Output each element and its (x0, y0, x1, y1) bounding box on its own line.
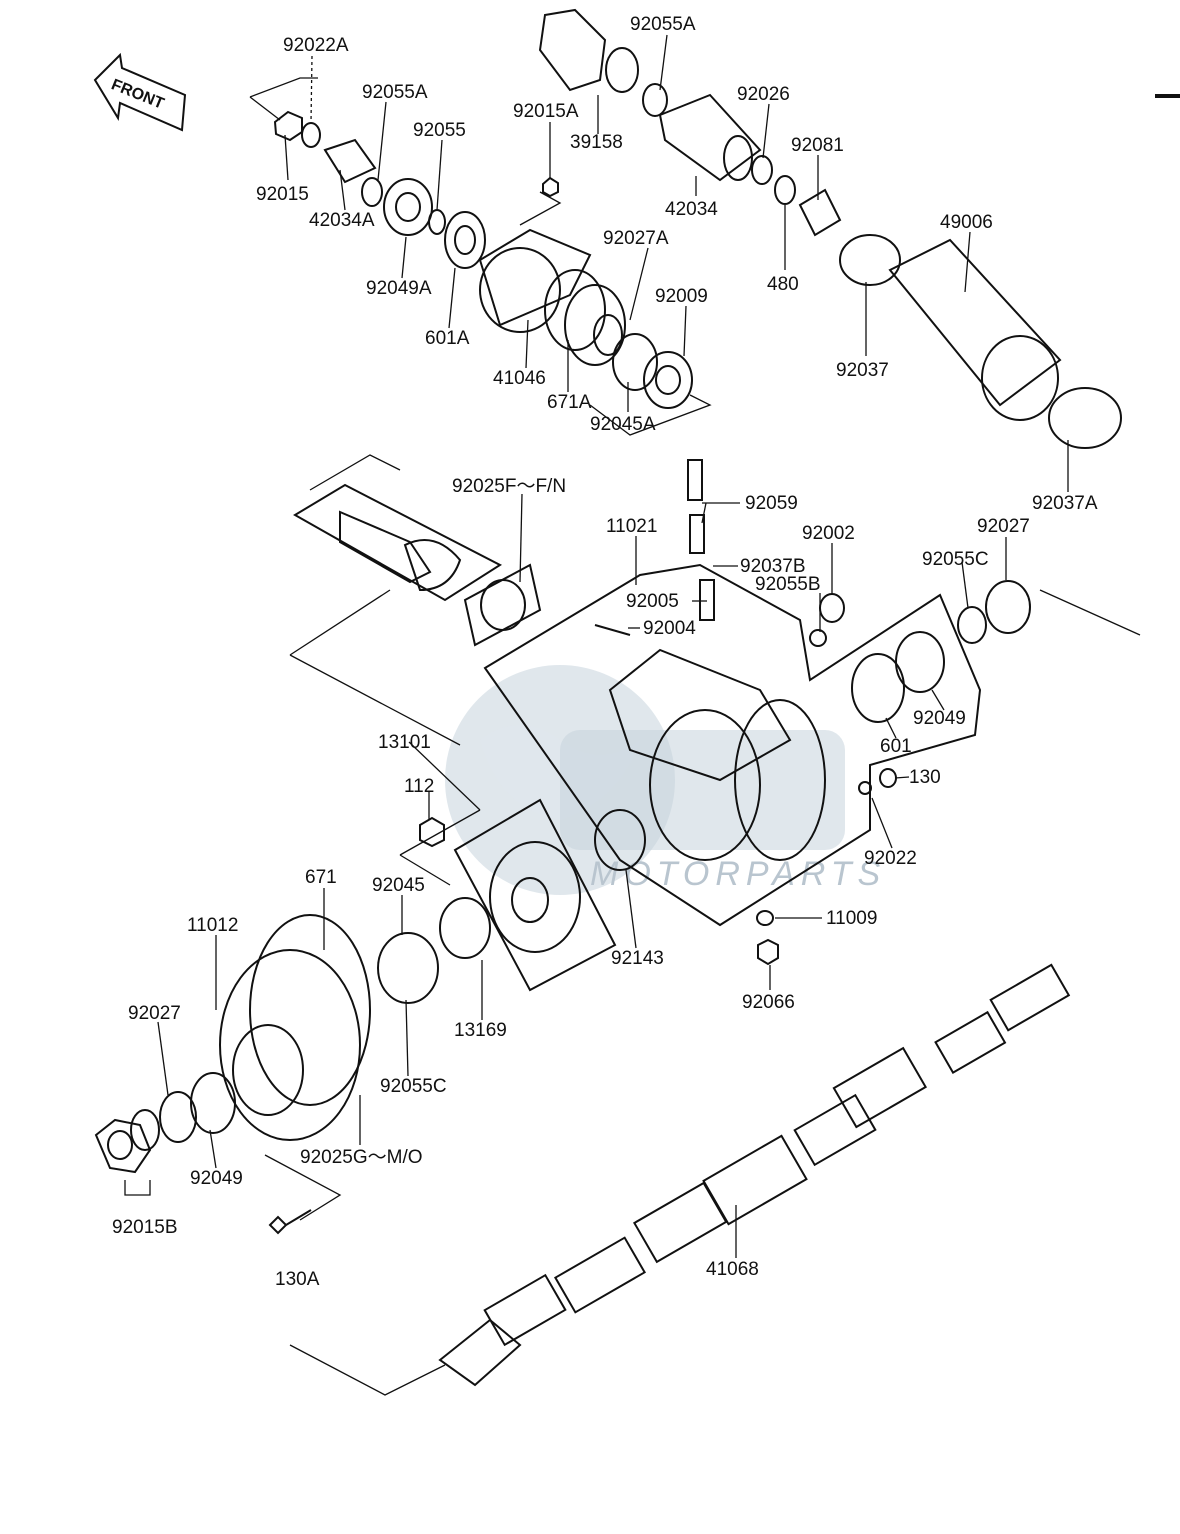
edge-mark (1155, 94, 1180, 98)
label-92066: 92066 (742, 992, 795, 1013)
label-92037: 92037 (836, 360, 889, 381)
label-112: 112 (404, 776, 434, 797)
label-130: 130 (909, 767, 941, 788)
label-92002: 92002 (802, 523, 855, 544)
watermark-tagline: MOTORPARTS (590, 855, 886, 893)
label-92026: 92026 (737, 84, 790, 105)
label-39158: 39158 (570, 132, 623, 153)
label-671: 671 (305, 867, 337, 888)
label-92005: 92005 (626, 591, 679, 612)
u-joint-group (538, 8, 1122, 449)
leader-lines (157, 34, 1069, 1258)
label-601A: 601A (425, 328, 470, 349)
label-92055B: 92055B (755, 574, 821, 595)
drive-gear-group (289, 454, 503, 746)
label-11012: 11012 (187, 915, 238, 936)
left-cover-group (94, 897, 491, 1235)
label-92025G: 92025G～M/O (300, 1147, 423, 1168)
label-130A: 130A (275, 1269, 320, 1290)
label-92027-right: 92027 (977, 516, 1030, 537)
gasket-92025f (463, 563, 542, 647)
label-92037A: 92037A (1032, 493, 1098, 514)
label-42034: 42034 (665, 199, 718, 220)
label-41068: 41068 (706, 1259, 759, 1280)
label-11021: 11021 (606, 516, 657, 537)
label-92055A-left: 92055A (362, 82, 428, 103)
watermark: MOTORPARTS (445, 665, 886, 895)
label-92025F: 92025F～F/N (452, 476, 566, 497)
front-arrow: FRONT (93, 52, 187, 132)
label-92027-left: 92027 (128, 1003, 181, 1024)
label-92055A-top: 92055A (630, 14, 696, 35)
label-92143: 92143 (611, 948, 664, 969)
label-601: 601 (880, 736, 912, 757)
label-92009: 92009 (655, 286, 708, 307)
label-92049-left: 92049 (190, 1168, 243, 1189)
label-92059: 92059 (745, 493, 798, 514)
label-671A: 671A (547, 392, 592, 413)
label-92055C-left: 92055C (380, 1076, 447, 1097)
label-92022: 92022 (864, 848, 917, 869)
pinion-group (249, 77, 712, 436)
axle-shaft (289, 963, 1071, 1396)
label-92049-right: 92049 (913, 708, 966, 729)
label-92049A: 92049A (366, 278, 432, 299)
label-11009: 11009 (826, 908, 877, 929)
label-92027A: 92027A (603, 228, 669, 249)
label-41046: 41046 (493, 368, 546, 389)
label-13169: 13169 (454, 1020, 507, 1041)
label-92045: 92045 (372, 875, 425, 896)
label-92015B: 92015B (112, 1217, 178, 1238)
label-42034A: 42034A (309, 210, 375, 231)
main-housing (483, 459, 1141, 966)
label-92015A: 92015A (513, 101, 579, 122)
ring-gear-group (399, 798, 646, 992)
label-92037B: 92037B (740, 556, 806, 577)
label-480: 480 (767, 274, 799, 295)
label-92022A: 92022A (283, 35, 349, 56)
label-92081: 92081 (791, 135, 844, 156)
label-92055-left: 92055 (413, 120, 466, 141)
callout-labels: 92022A 92055A 92055A 92055 92015A 92026 … (112, 14, 1098, 1290)
label-49006: 49006 (940, 212, 993, 233)
label-92004: 92004 (643, 618, 696, 639)
label-92045A: 92045A (590, 414, 656, 435)
label-13101: 13101 (378, 732, 431, 753)
label-92055C-right: 92055C (922, 549, 989, 570)
label-92015: 92015 (256, 184, 309, 205)
